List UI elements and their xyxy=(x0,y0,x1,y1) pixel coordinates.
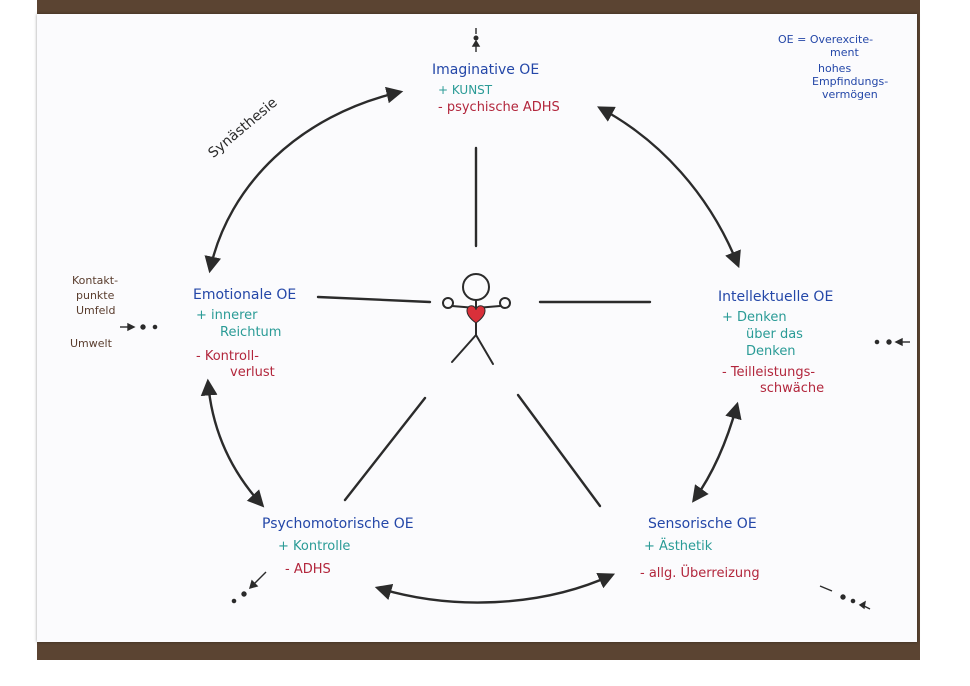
node-intellectual-plus-2: über das xyxy=(746,327,803,342)
node-sensory-plus: + Ästhetik xyxy=(644,539,713,554)
node-psychomotor-plus: + Kontrolle xyxy=(278,539,351,554)
spoke-left xyxy=(316,295,432,304)
node-intellectual-plus-3: Denken xyxy=(746,344,796,359)
context-line-1: Kontakt- xyxy=(72,274,119,287)
node-emotional-plus-1: + innerer xyxy=(196,308,258,323)
node-emotional-plus-2: Reichtum xyxy=(220,325,282,340)
context-line-3: Umfeld xyxy=(76,304,116,317)
spoke-bottom-left xyxy=(343,396,427,502)
arc-psychomotor-emotional xyxy=(200,378,265,508)
node-emotional-title: Emotionale OE xyxy=(193,287,297,303)
node-emotional-minus-2: verlust xyxy=(230,365,275,380)
context-line-4: Umwelt xyxy=(70,337,112,350)
node-intellectual-minus-1: - Teilleistungs- xyxy=(722,365,816,380)
context-line-2: punkte xyxy=(76,289,115,302)
spoke-bottom-right xyxy=(516,393,602,508)
legend-line-2: ment xyxy=(830,46,859,59)
legend-line-3: hohes xyxy=(818,62,852,75)
node-imaginative-plus: + KUNST xyxy=(438,83,493,97)
heart-icon xyxy=(466,305,486,324)
node-sensory-title: Sensorische OE xyxy=(648,516,757,532)
node-sensory-minus: - allg. Überreizung xyxy=(640,566,760,581)
legend-line-5: vermögen xyxy=(822,88,878,101)
context-arrows xyxy=(120,28,910,610)
node-intellectual-plus-1: + Denken xyxy=(722,310,787,325)
node-emotional-minus-1: - Kontroll- xyxy=(196,349,259,364)
arc-imaginative-intellectual xyxy=(597,106,741,269)
legend-line-4: Empfindungs- xyxy=(812,75,889,88)
arc-intellectual-sensory xyxy=(692,401,742,503)
arc-sensory-psychomotor xyxy=(374,572,616,604)
node-intellectual-title: Intellektuelle OE xyxy=(718,289,834,305)
node-imaginative-title: Imaginative OE xyxy=(432,62,540,78)
arc-emotional-imaginative xyxy=(204,86,404,274)
node-imaginative-minus: - psychische ADHS xyxy=(438,100,560,115)
node-psychomotor-minus: - ADHS xyxy=(285,562,331,577)
node-intellectual-minus-2: schwäche xyxy=(760,381,825,396)
node-psychomotor-title: Psychomotorische OE xyxy=(262,516,414,532)
legend-line-1: OE = Overexcite- xyxy=(778,33,874,46)
stick-figure xyxy=(442,273,511,365)
